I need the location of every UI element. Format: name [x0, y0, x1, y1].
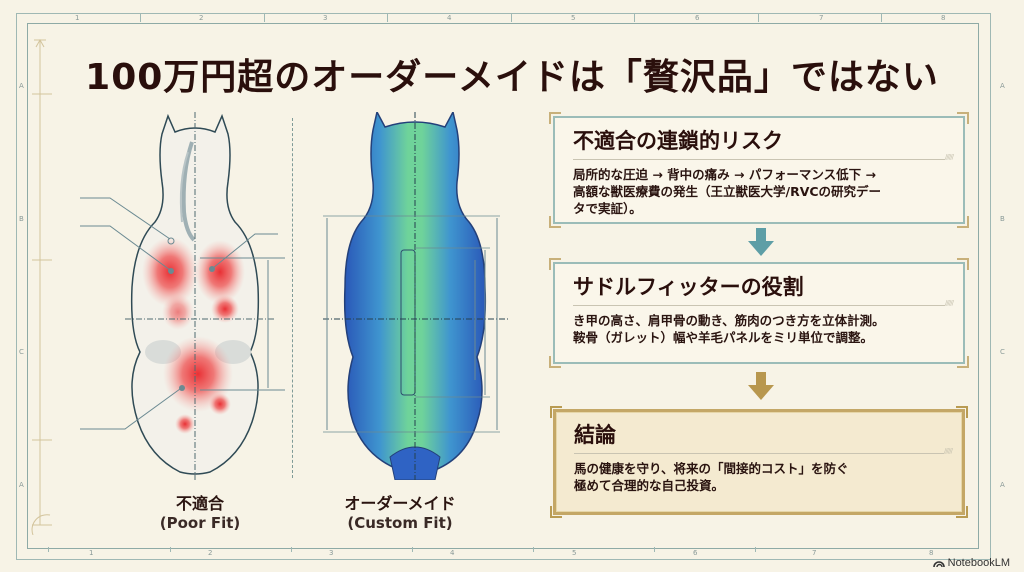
- ruler-tick: [511, 13, 512, 22]
- ruler-tick: [170, 547, 171, 552]
- ruler-tick: [48, 547, 49, 552]
- fitter-role-body-line2: 鞍骨（ガレット）幅や羊毛パネルをミリ単位で調整。: [573, 330, 874, 345]
- ruler-number: 5: [572, 549, 577, 557]
- heading-rule: [574, 447, 952, 455]
- side-letter: A: [1000, 82, 1005, 90]
- ruler-number: 2: [208, 549, 213, 557]
- blueprint-outer-frame: [16, 13, 991, 560]
- arrow-down-icon: [748, 372, 774, 400]
- top-ruler: 1 2 3 4 5 6 7 8: [17, 13, 989, 23]
- ruler-number: 6: [693, 549, 698, 557]
- notebooklm-brand: NotebookLM: [932, 557, 1010, 569]
- risk-body-line1: 局所的な圧迫 → 背中の痛み → パフォーマンス低下 →: [573, 167, 876, 182]
- ruler-tick: [291, 547, 292, 552]
- side-letter: A: [1000, 481, 1005, 489]
- ruler-tick: [533, 547, 534, 552]
- conclusion-body-line2: 極めて合理的な自己投資。: [574, 478, 725, 493]
- corner-bracket: [957, 356, 969, 368]
- heading-rule: [573, 299, 953, 307]
- ruler-number: 4: [450, 549, 455, 557]
- corner-bracket: [956, 406, 968, 418]
- poor-fit-caption: 不適合 (Poor Fit): [140, 490, 260, 532]
- ruler-tick: [264, 13, 265, 22]
- side-letter: B: [1000, 215, 1005, 223]
- fitter-role-body-line1: き甲の高さ、肩甲骨の動き、筋肉のつき方を立体計測。: [573, 313, 885, 328]
- ruler-number: 8: [929, 549, 934, 557]
- corner-bracket: [550, 406, 562, 418]
- ruler-tick: [140, 13, 141, 22]
- corner-bracket: [957, 112, 969, 124]
- risk-body-line3: タで実証）。: [573, 201, 642, 216]
- corner-bracket: [550, 506, 562, 518]
- corner-bracket: [957, 258, 969, 270]
- side-letter: A: [19, 82, 24, 90]
- ruler-number: 3: [323, 14, 328, 22]
- custom-fit-horse-illustration: [323, 112, 510, 480]
- ruler-tick: [758, 13, 759, 22]
- ruler-tick: [654, 547, 655, 552]
- ruler-number: 1: [75, 14, 80, 22]
- risk-heading: 不適合の連鎖的リスク: [573, 129, 783, 153]
- custom-fit-label-en: (Custom Fit): [347, 514, 453, 532]
- fitter-role-box: サドルフィッターの役割 き甲の高さ、肩甲骨の動き、筋肉のつき方を立体計測。 鞍骨…: [549, 258, 969, 368]
- ruler-number: 4: [447, 14, 452, 22]
- ruler-tick: [634, 13, 635, 22]
- blueprint-inner-frame: [27, 23, 979, 549]
- ruler-number: 3: [329, 549, 334, 557]
- corner-bracket: [957, 216, 969, 228]
- arrow-down-icon: [748, 228, 774, 256]
- custom-fit-caption: オーダーメイド (Custom Fit): [330, 490, 470, 532]
- poor-fit-label-jp: 不適合: [175, 494, 224, 513]
- heading-rule: [573, 153, 953, 161]
- comparison-divider: [292, 118, 293, 478]
- ruler-number: 5: [571, 14, 576, 22]
- conclusion-box: 結論 馬の健康を守り、将来の「間接的コスト」を防ぐ 極めて合理的な自己投資。: [550, 406, 968, 518]
- side-letter: B: [19, 215, 24, 223]
- side-letter: C: [19, 348, 24, 356]
- ruler-tick: [387, 13, 388, 22]
- ruler-number: 7: [812, 549, 817, 557]
- ruler-tick: [412, 547, 413, 552]
- risk-box: 不適合の連鎖的リスク 局所的な圧迫 → 背中の痛み → パフォーマンス低下 → …: [549, 112, 969, 228]
- ruler-number: 1: [89, 549, 94, 557]
- side-letter: C: [1000, 348, 1005, 356]
- poor-fit-label-en: (Poor Fit): [159, 514, 241, 532]
- side-letter: A: [19, 481, 24, 489]
- corner-bracket: [549, 356, 561, 368]
- ruler-number: 7: [819, 14, 824, 22]
- poor-fit-horse-illustration: [80, 112, 285, 480]
- notebooklm-logo-icon: [932, 561, 945, 568]
- page-title: 100万円超のオーダーメイドは「贅沢品」ではない: [85, 57, 939, 98]
- corner-bracket: [549, 112, 561, 124]
- corner-bracket: [956, 506, 968, 518]
- ruler-number: 2: [199, 14, 204, 22]
- custom-fit-label-jp: オーダーメイド: [344, 494, 456, 513]
- ruler-tick: [881, 13, 882, 22]
- conclusion-heading: 結論: [574, 423, 616, 447]
- corner-bracket: [549, 258, 561, 270]
- bottom-ruler: 1 2 3 4 5 6 7 8: [17, 547, 989, 558]
- brand-name: NotebookLM: [947, 557, 1010, 569]
- fitter-role-heading: サドルフィッターの役割: [573, 275, 804, 299]
- risk-body-line2: 高額な獣医療費の発生（王立獣医大学/RVCの研究デー: [573, 184, 882, 199]
- ruler-tick: [755, 547, 756, 552]
- corner-bracket: [549, 216, 561, 228]
- ruler-number: 8: [941, 14, 946, 22]
- conclusion-body-line1: 馬の健康を守り、将来の「間接的コスト」を防ぐ: [574, 461, 849, 476]
- ruler-number: 6: [695, 14, 700, 22]
- dimension-line-decoration: [31, 38, 52, 535]
